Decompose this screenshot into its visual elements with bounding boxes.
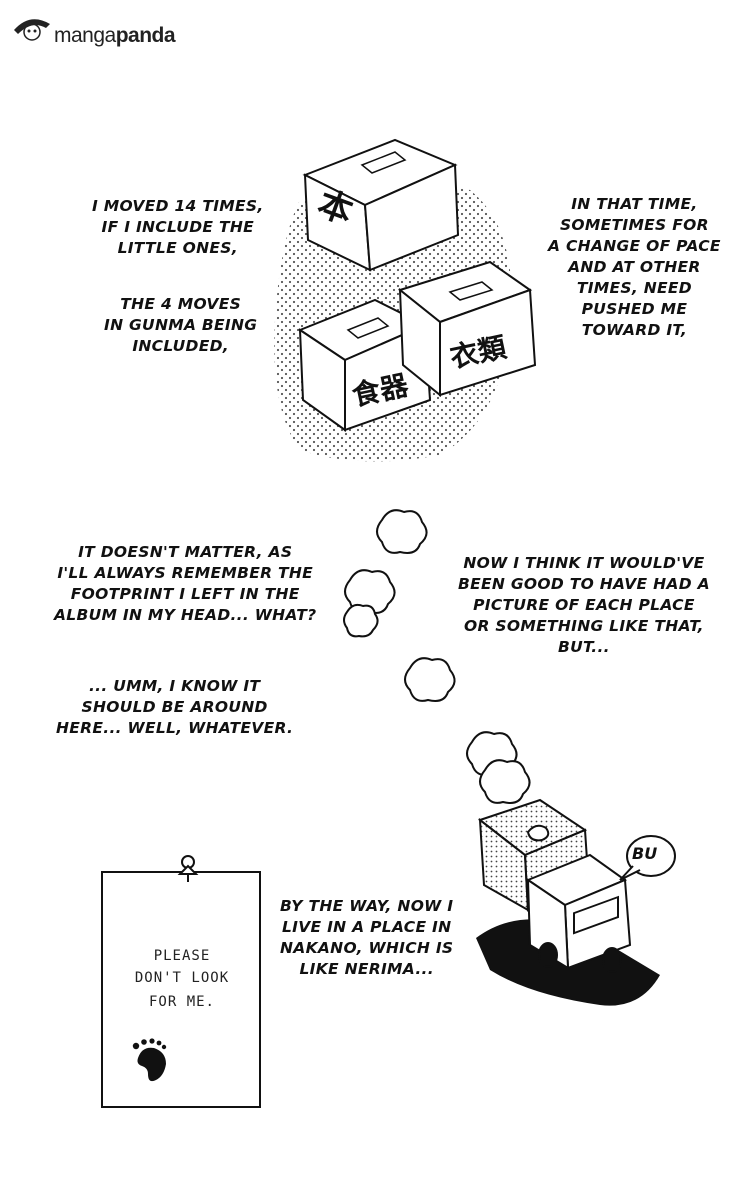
caption-line: IT DOESN'T MATTER, AS bbox=[78, 543, 293, 561]
caption-line: BY THE WAY, NOW I bbox=[280, 897, 454, 915]
box-label-dishes: 食器 bbox=[349, 368, 412, 413]
truck bbox=[477, 798, 632, 973]
caption-gunma: THE 4 MOVES IN GUNMA BEING INCLUDED, bbox=[104, 294, 257, 357]
caption-line: A CHANGE OF PACE bbox=[548, 237, 721, 255]
mangapanda-logo: mangapanda bbox=[10, 8, 190, 48]
caption-line: INCLUDED, bbox=[132, 337, 229, 355]
box-label-books: 本 bbox=[312, 183, 359, 233]
caption-line: IN GUNMA BEING bbox=[104, 316, 258, 334]
caption-line: LITTLE ONES, bbox=[117, 239, 238, 257]
caption-line: BUT... bbox=[558, 638, 610, 656]
thought-clouds bbox=[343, 509, 531, 804]
caption-line: LIVE IN A PLACE IN bbox=[281, 918, 452, 936]
caption-line: LIKE NERIMA... bbox=[299, 960, 434, 978]
logo-prefix: manga bbox=[54, 24, 116, 47]
caption-line: TIMES, NEED bbox=[576, 279, 692, 297]
truck-sound-text: BU bbox=[632, 844, 658, 863]
note-line-1: PLEASE bbox=[153, 948, 211, 964]
caption-line: I MOVED 14 TIMES, bbox=[92, 197, 264, 215]
speech-bubble bbox=[626, 835, 676, 877]
box-books bbox=[302, 138, 460, 272]
caption-line: SOMETIMES FOR bbox=[559, 216, 709, 234]
caption-moved: I MOVED 14 TIMES, IF I INCLUDE THE LITTL… bbox=[92, 196, 264, 259]
caption-line: NOW I THINK IT WOULD'VE bbox=[463, 554, 705, 572]
caption-line: ... UMM, I KNOW IT bbox=[88, 677, 261, 695]
caption-line: FOOTPRINT I LEFT IN THE bbox=[70, 585, 300, 603]
note-line-3: FOR ME. bbox=[148, 994, 215, 1010]
note-paper bbox=[101, 871, 261, 1108]
caption-line: PUSHED ME bbox=[581, 300, 688, 318]
caption-now-think: NOW I THINK IT WOULD'VE BEEN GOOD TO HAV… bbox=[458, 553, 710, 658]
box-label-clothes: 衣類 bbox=[447, 330, 510, 375]
caption-by-the-way: BY THE WAY, NOW I LIVE IN A PLACE IN NAK… bbox=[280, 896, 453, 980]
caption-line: THE 4 MOVES bbox=[120, 295, 242, 313]
caption-line: OR SOMETHING LIKE THAT, bbox=[464, 617, 704, 635]
caption-line: BEEN GOOD TO HAVE HAD A bbox=[458, 575, 710, 593]
logo-text: mangapanda bbox=[54, 24, 176, 48]
caption-line: ALBUM IN MY HEAD... WHAT? bbox=[54, 606, 317, 624]
caption-line: IN THAT TIME, bbox=[571, 195, 698, 213]
caption-line: I'LL ALWAYS REMEMBER THE bbox=[57, 564, 314, 582]
caption-line: IF I INCLUDE THE bbox=[101, 218, 254, 236]
caption-line: SHOULD BE AROUND bbox=[81, 698, 268, 716]
caption-that-time: IN THAT TIME, SOMETIMES FOR A CHANGE OF … bbox=[548, 194, 721, 341]
logo-suffix: panda bbox=[115, 24, 176, 47]
caption-line: NAKANO, WHICH IS bbox=[280, 939, 454, 957]
note-line-2: DON'T LOOK bbox=[134, 970, 230, 986]
caption-doesnt-matter: IT DOESN'T MATTER, AS I'LL ALWAYS REMEMB… bbox=[54, 542, 316, 626]
box-clothes bbox=[397, 260, 537, 398]
pushpin-icon bbox=[177, 855, 199, 882]
caption-line: AND AT OTHER bbox=[568, 258, 701, 276]
caption-line: PICTURE OF EACH PLACE bbox=[473, 596, 695, 614]
caption-umm: ... UMM, I KNOW IT SHOULD BE AROUND HERE… bbox=[56, 676, 293, 739]
caption-line: HERE... WELL, WHATEVER. bbox=[56, 719, 294, 737]
caption-line: TOWARD IT, bbox=[581, 321, 688, 339]
footprint-icon bbox=[132, 1038, 167, 1082]
panda-hat-icon bbox=[14, 19, 50, 41]
